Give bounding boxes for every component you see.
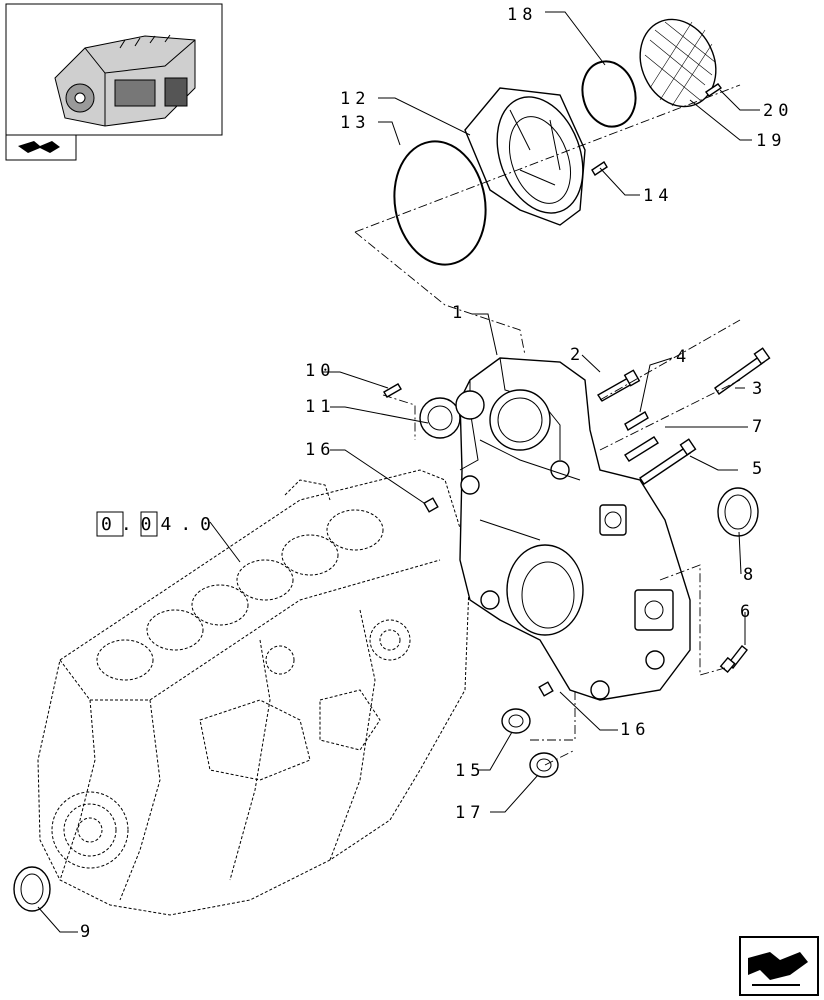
bolt-2 <box>597 369 641 402</box>
bolt-7 <box>624 436 659 462</box>
back-arrow-icon[interactable] <box>18 141 60 153</box>
callout-20: 20 <box>763 101 793 121</box>
plug-16-lower <box>538 681 554 697</box>
callout-16-upper: 16 <box>305 440 335 460</box>
callout-14: 14 <box>643 186 673 206</box>
engine-thumbnail-icon[interactable] <box>5 3 223 161</box>
callout-3: 3 <box>752 379 767 399</box>
housing-cover-12 <box>464 87 586 226</box>
seal-plate <box>419 390 485 439</box>
callout-10: 10 <box>305 361 335 381</box>
callout-18: 18 <box>507 5 537 25</box>
callout-6: 6 <box>740 602 755 622</box>
callout-19: 19 <box>756 131 786 151</box>
bolt-5 <box>639 438 697 485</box>
leader-lines <box>37 11 760 933</box>
assembly-axes <box>354 84 741 766</box>
screw-20 <box>704 83 723 97</box>
cross-reference[interactable]: 0.04.0 <box>96 511 220 537</box>
next-page-arrow-icon[interactable] <box>739 936 819 996</box>
plug-17 <box>529 752 559 778</box>
o-ring-13 <box>393 140 487 266</box>
flywheel-housing <box>459 357 691 701</box>
callout-4: 4 <box>676 347 691 367</box>
callout-7: 7 <box>752 417 767 437</box>
callout-16-lower: 16 <box>620 720 650 740</box>
cylinder-block-outline <box>37 469 471 916</box>
screw-14 <box>591 161 608 176</box>
callout-15: 15 <box>455 761 485 781</box>
callout-5: 5 <box>752 459 767 479</box>
screw-10 <box>383 383 402 398</box>
bolt-4 <box>624 411 649 431</box>
callout-11: 11 <box>305 397 335 417</box>
bolt-3 <box>714 347 771 395</box>
callout-17: 17 <box>455 803 485 823</box>
cross-reference-text: 0.04.0 <box>101 514 220 535</box>
oil-seal-8 <box>717 487 759 537</box>
callout-9: 9 <box>80 922 95 942</box>
screen-cover-19 <box>639 18 717 108</box>
callout-12: 12 <box>340 89 370 109</box>
callout-2: 2 <box>570 345 585 365</box>
plug-16-upper <box>423 497 439 513</box>
plug-15 <box>501 708 531 734</box>
callout-13: 13 <box>340 113 370 133</box>
callout-1: 1 <box>452 303 467 323</box>
o-ring-18 <box>581 60 637 128</box>
callout-8: 8 <box>743 565 758 585</box>
oil-seal-9 <box>13 866 51 912</box>
callout-labels: 18 12 13 20 19 14 1 2 4 3 10 11 7 16 5 8… <box>80 5 793 942</box>
